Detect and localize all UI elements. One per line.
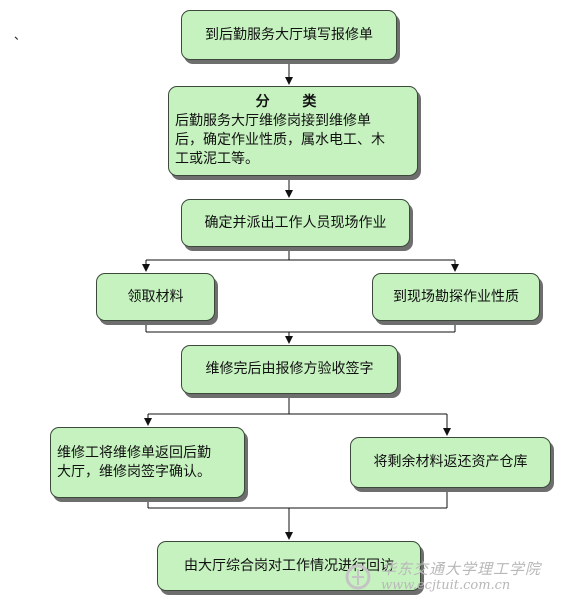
step-return-form-line-2: 大厅，维修岗签字确认。 [57, 463, 211, 480]
step-classify: 分 类 后勤服务大厅维修岗接到维修单 后，确定作业性质，属水电工、木 工或泥工等… [168, 86, 418, 176]
step-return-materials: 将剩余材料返还资产仓库 [350, 437, 551, 488]
step-fill-repair-form: 到后勤服务大厅填写报修单 [181, 10, 397, 60]
step-followup-visit: 由大厅综合岗对工作情况进行回访 [157, 541, 421, 591]
step-dispatch-staff: 确定并派出工作人员现场作业 [181, 199, 410, 247]
step-return-form: 维修工将维修单返回后勤 大厅，维修岗签字确认。 [50, 427, 245, 498]
step-get-materials-label: 领取材料 [127, 288, 184, 305]
step-followup-visit-label: 由大厅综合岗对工作情况进行回访 [184, 557, 394, 574]
step-classify-line-2: 后，确定作业性质，属水电工、木 [175, 132, 385, 149]
step-return-form-line-1: 维修工将维修单返回后勤 [57, 444, 211, 461]
step-survey-site-label: 到现场勘探作业性质 [393, 288, 519, 305]
step-classify-line-1: 后勤服务大厅维修岗接到维修单 [175, 113, 371, 130]
step-acceptance-sign: 维修完后由报修方验收签字 [181, 345, 398, 394]
stray-mark: 、 [14, 28, 27, 42]
step-classify-line-3: 工或泥工等。 [175, 151, 259, 168]
step-survey-site: 到现场勘探作业性质 [372, 273, 540, 321]
step-classify-title: 分 类 [255, 94, 331, 111]
step-acceptance-sign-label: 维修完后由报修方验收签字 [205, 361, 374, 378]
step-fill-repair-form-label: 到后勤服务大厅填写报修单 [205, 26, 373, 43]
step-dispatch-staff-label: 确定并派出工作人员现场作业 [204, 214, 387, 231]
watermark-url: www.ecjtuit.com.cn [381, 578, 511, 593]
watermark-school-name: 华东交通大学理工学院 [381, 560, 542, 578]
step-get-materials: 领取材料 [96, 273, 215, 321]
step-return-materials-label: 将剩余材料返还资产仓库 [373, 454, 528, 471]
school-watermark: 华东交通大学理工学院 www.ecjtuit.com.cn [345, 558, 565, 598]
school-logo-icon [345, 564, 371, 590]
